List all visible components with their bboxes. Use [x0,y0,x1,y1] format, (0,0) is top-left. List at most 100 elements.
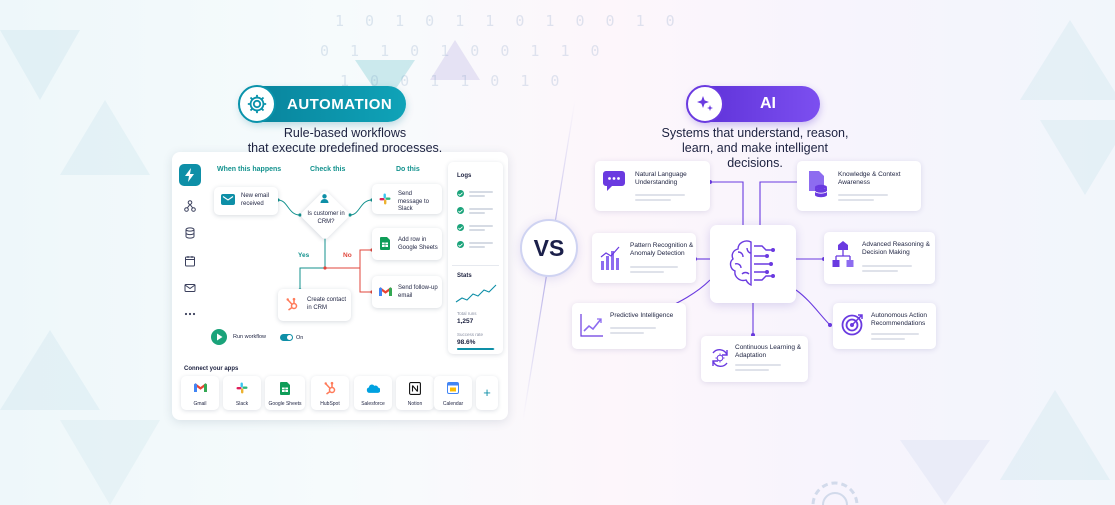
divider [452,265,499,266]
subtitle-line: Systems that understand, reason, [661,126,849,140]
bg-gear-icon [811,481,859,505]
run-workflow-button[interactable]: Run workflow [211,329,266,345]
calendar-icon[interactable] [183,254,197,268]
app-tile-salesforce[interactable]: Salesforce [354,376,392,410]
decision-tree-icon [832,241,854,267]
logs-title: Logs [457,173,472,179]
run-workflow-label: Run workflow [233,334,267,340]
bg-triangle [0,30,80,100]
automation-title: AUTOMATION [287,95,393,113]
ai-card-label: Natural Language Understanding [635,171,687,186]
ai-card-reasoning: Advanced Reasoning & Decision Making [824,232,935,284]
workflow-toggle[interactable]: On [280,334,303,341]
notion-icon [408,381,422,395]
mail-icon[interactable] [183,281,197,295]
ai-card-label: Advanced Reasoning & Decision Making [862,241,930,256]
app-tile-gmail[interactable]: Gmail [181,376,219,410]
database-icon[interactable] [183,226,197,240]
bg-triangle [1040,120,1115,195]
target-icon [841,314,863,336]
bg-binary: 0 1 1 0 1 0 0 1 1 0 [320,42,606,60]
hubspot-icon [286,297,298,311]
action-label: Send follow-up email [398,285,438,299]
ai-card-label: Predictive Intelligence [610,312,674,319]
app-name: Google Sheets [268,401,302,407]
check-icon [457,190,464,197]
bg-triangle [1000,390,1110,480]
condition-label: Is customer in CRM? [307,211,345,225]
app-name: Gmail [193,401,207,407]
plus-icon: + [483,385,491,400]
app-tile-calendar[interactable]: Calendar [434,376,472,410]
ai-card-knowledge: Knowledge & Context Awareness [797,161,921,211]
stats-total-value: 1,257 [457,318,474,325]
column-do: Do this [396,166,420,173]
success-progress-bar [457,348,495,350]
stats-total-label: Total runs [457,311,477,316]
ai-card-label: Knowledge & Context Awareness [838,171,901,186]
no-label: No [343,252,352,259]
trigger-label: New email received [241,193,270,207]
bg-binary: 1 0 0 1 1 0 1 0 [340,72,566,90]
action-card-email[interactable]: Send follow-up email [372,276,442,308]
ai-card-label: Continuous Learning & Adaptation [735,344,802,359]
connect-apps-title: Connect your apps [184,366,239,372]
trigger-card[interactable]: New email received [214,187,278,215]
ai-badge: AI [686,85,820,123]
column-when: When this happens [217,166,282,173]
app-tile-slack[interactable]: Slack [223,376,261,410]
sparkle-icon [686,85,724,123]
more-icon[interactable] [183,307,197,321]
ai-brain-hub [710,225,796,303]
bg-triangle [430,40,480,80]
bg-triangle [0,330,100,410]
user-icon [320,194,329,203]
ai-card-autonomous: Autonomous Action Recommendations [833,303,936,349]
app-tile-hubspot[interactable]: HubSpot [311,376,349,410]
subtitle-line: Rule-based workflows [283,126,407,140]
line-chart-icon [580,314,603,337]
stats-trend-line [455,284,497,303]
play-icon [211,329,227,345]
stats-success-label: Success rate [457,332,484,337]
app-tile-google-sheets[interactable]: Google Sheets [265,376,305,410]
create-contact-label: Create contact in CRM [307,297,347,311]
log-entry [457,241,493,248]
google-calendar-icon [446,381,460,395]
create-contact-card[interactable]: Create contact in CRM [278,289,351,321]
app-name: Calendar [442,401,464,407]
column-check: Check this [310,166,346,173]
toggle-label: On [296,334,304,341]
workflow-nodes-icon[interactable] [183,199,197,213]
ai-card-predictive: Predictive Intelligence [572,303,686,349]
bg-triangle [60,420,160,505]
gmail-icon [379,287,392,296]
add-app-button[interactable]: + [476,376,498,410]
gmail-icon [193,381,207,395]
ai-card-nlu: Natural Language Understanding [595,161,710,211]
yes-label: Yes [298,252,310,259]
log-entry [457,207,493,214]
app-name: HubSpot [320,401,340,407]
automation-subtitle: Rule-based workflows that execute predef… [240,126,450,156]
log-entry [457,190,493,197]
app-tile-notion[interactable]: Notion [396,376,434,410]
condition-diamond[interactable]: Is customer in CRM? [299,189,351,241]
action-card-slack[interactable]: Send message to Slack [372,184,442,214]
automation-badge: AUTOMATION [238,85,406,123]
gear-icon [238,85,276,123]
cycle-icon [712,349,728,367]
hubspot-icon [323,381,337,395]
stats-success-value: 98.6% [457,339,476,346]
bolt-icon[interactable] [179,164,201,186]
app-name: Salesforce [361,401,385,407]
ai-card-label: Pattern Recognition & Anomaly Detection [630,242,694,257]
check-icon [457,241,464,248]
google-sheets-icon [380,237,390,250]
slack-icon [379,193,391,205]
bar-chart-icon [600,246,620,270]
chat-bubble-icon [603,171,625,191]
action-card-sheets[interactable]: Add row in Google Sheets [372,228,442,260]
bg-binary: 1 0 1 0 1 1 0 1 0 0 1 0 [335,12,681,30]
toggle-switch[interactable] [280,334,293,341]
